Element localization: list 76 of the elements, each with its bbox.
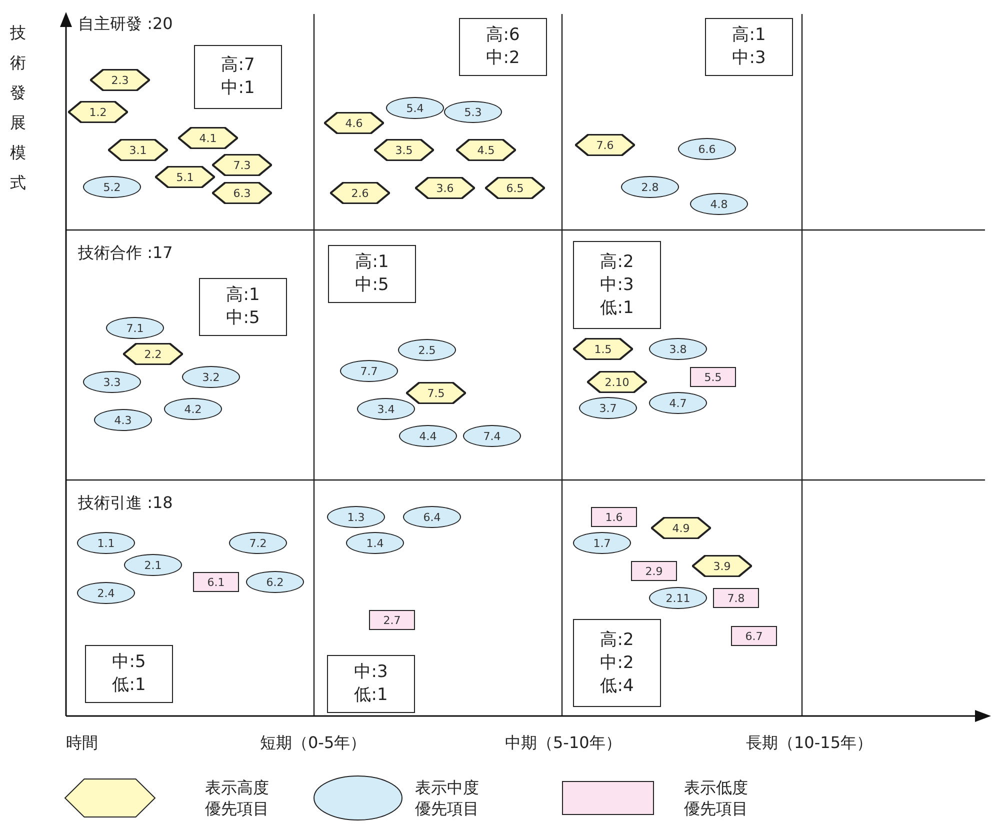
priority-ellipse: 5.3 [444, 101, 502, 123]
priority-hexagon: 7.3 [212, 154, 272, 176]
column-label: 長期（10-15年） [746, 733, 872, 754]
priority-hexagon: 3.9 [692, 555, 752, 577]
priority-ellipse: 7.7 [340, 360, 398, 382]
priority-rectangle: 1.6 [591, 507, 637, 527]
priority-ellipse: 3.2 [182, 366, 240, 388]
priority-hexagon: 2.2 [123, 343, 183, 365]
legend-text: 表示中度優先項目 [415, 777, 480, 819]
legend-text: 表示低度優先項目 [684, 777, 749, 819]
row-title: 技術引進 :18 [78, 493, 173, 514]
priority-ellipse: 3.7 [579, 397, 637, 419]
priority-ellipse: 3.3 [83, 371, 141, 393]
priority-hexagon: 1.2 [68, 101, 128, 123]
priority-hexagon: 7.5 [406, 382, 466, 404]
priority-ellipse: 2.11 [649, 587, 707, 609]
priority-ellipse: 6.4 [403, 506, 461, 528]
count-box: 中:5 低:1 [85, 645, 173, 703]
count-box: 高:7 中:1 [194, 45, 282, 109]
axis-title: 時間 [66, 733, 98, 754]
priority-ellipse: 3.4 [357, 398, 415, 420]
priority-ellipse: 4.3 [94, 409, 152, 431]
row-title: 自主研發 :20 [78, 14, 173, 35]
priority-rectangle: 2.9 [631, 561, 677, 581]
priority-ellipse: 6.2 [246, 571, 304, 593]
priority-hexagon: 4.5 [456, 139, 516, 161]
count-box: 高:2 中:2 低:4 [573, 619, 661, 707]
priority-hexagon: 2.6 [330, 182, 390, 204]
priority-ellipse: 1.1 [77, 532, 135, 554]
priority-ellipse: 1.3 [327, 506, 385, 528]
priority-hexagon: 4.6 [324, 112, 384, 134]
count-box: 高:6 中:2 [459, 18, 547, 76]
priority-ellipse: 4.2 [164, 398, 222, 420]
priority-ellipse: 2.5 [398, 339, 456, 361]
count-box: 中:3 低:1 [327, 655, 415, 713]
priority-rectangle: 5.5 [690, 367, 736, 387]
row-title: 技術合作 :17 [78, 243, 173, 264]
priority-rectangle: 6.1 [193, 572, 239, 592]
priority-ellipse: 1.7 [573, 532, 631, 554]
priority-hexagon: 4.1 [178, 127, 238, 149]
count-box: 高:1 中:5 [199, 278, 287, 336]
priority-ellipse: 2.8 [621, 176, 679, 198]
priority-ellipse: 2.1 [124, 554, 182, 576]
priority-rectangle: 7.8 [713, 588, 759, 608]
priority-rectangle: 2.7 [369, 610, 415, 630]
count-box: 高:2 中:3 低:1 [573, 241, 661, 329]
priority-ellipse: 6.6 [678, 138, 736, 160]
priority-hexagon: 2.10 [587, 371, 647, 393]
priority-hexagon: 1.5 [573, 338, 633, 360]
column-label: 中期（5-10年） [505, 733, 622, 754]
priority-ellipse: 7.2 [229, 532, 287, 554]
priority-ellipse: 1.4 [346, 532, 404, 554]
count-box: 高:1 中:3 [705, 18, 793, 76]
priority-hexagon: 7.6 [575, 134, 635, 156]
priority-ellipse: 4.7 [649, 392, 707, 414]
priority-hexagon: 2.3 [90, 69, 150, 91]
priority-ellipse: 4.4 [399, 425, 457, 447]
legend-text: 表示高度優先項目 [205, 777, 270, 819]
priority-ellipse: 5.2 [83, 176, 141, 198]
priority-ellipse: 4.8 [690, 193, 748, 215]
priority-hexagon: 6.3 [212, 182, 272, 204]
priority-hexagon: 4.9 [651, 517, 711, 539]
priority-ellipse: 5.4 [386, 97, 444, 119]
priority-hexagon: 3.6 [415, 177, 475, 199]
priority-ellipse: 2.4 [77, 582, 135, 604]
priority-hexagon: 6.5 [485, 177, 545, 199]
priority-ellipse: 7.4 [463, 425, 521, 447]
priority-rectangle: 6.7 [731, 626, 777, 646]
column-label: 短期（0-5年） [260, 733, 366, 754]
priority-hexagon: 3.5 [374, 139, 434, 161]
priority-hexagon: 3.1 [108, 139, 168, 161]
axis-title: 技術發展模式 [10, 22, 27, 194]
priority-ellipse: 7.1 [106, 317, 164, 339]
count-box: 高:1 中:5 [328, 245, 416, 303]
priority-ellipse: 3.8 [649, 338, 707, 360]
priority-hexagon: 5.1 [155, 166, 215, 188]
